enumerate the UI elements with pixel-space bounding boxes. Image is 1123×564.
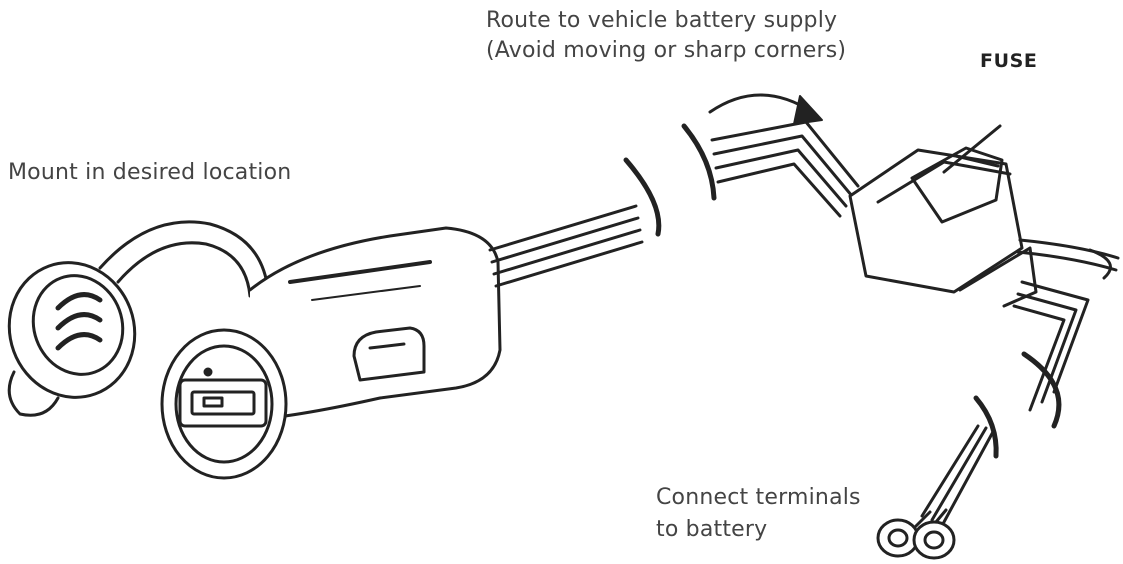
cable-socket-section (490, 126, 714, 286)
connect-terminals-line1: Connect terminals (656, 482, 861, 514)
cable-fuse-section (712, 122, 858, 216)
mount-location-label: Mount in desired location (8, 158, 291, 188)
connect-terminals-line2: to battery (656, 514, 861, 546)
usb-socket (162, 228, 500, 478)
fuse-label: FUSE (980, 46, 1037, 76)
cable-battery-section (922, 282, 1088, 522)
connect-terminals-label: Connect terminals to battery (656, 482, 861, 546)
route-instruction-line2: (Avoid moving or sharp corners) (486, 36, 846, 66)
fuse-holder (850, 126, 1118, 306)
route-instruction-line1: Route to vehicle battery supply (486, 6, 846, 36)
route-instruction-label: Route to vehicle battery supply (Avoid m… (486, 6, 846, 66)
ring-terminals (878, 510, 954, 558)
